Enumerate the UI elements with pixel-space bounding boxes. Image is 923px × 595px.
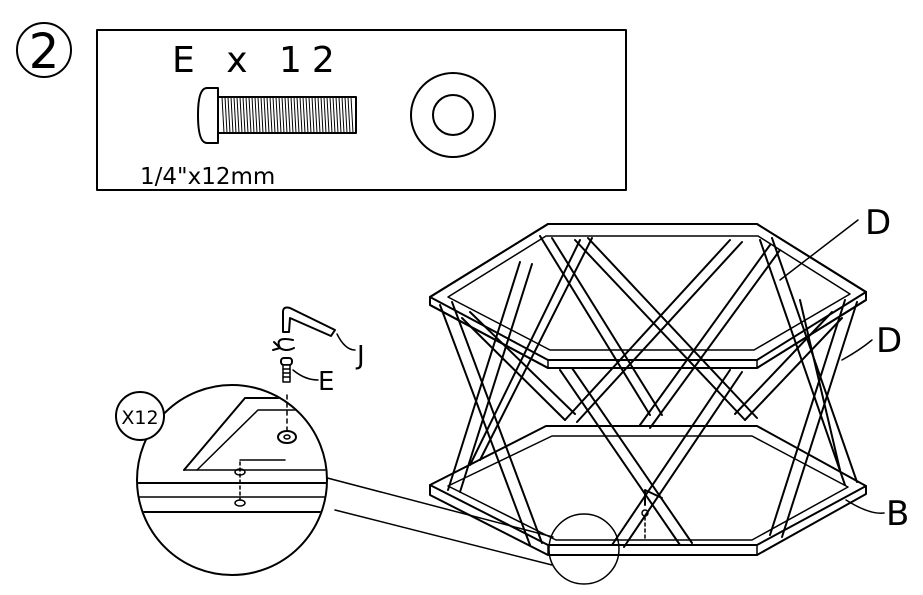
quantity-text: X12	[121, 407, 158, 429]
step-number: 2	[29, 24, 60, 80]
hole-marker	[234, 461, 246, 507]
callout-base-frame: B	[886, 494, 909, 534]
washer-icon	[410, 72, 496, 158]
callout-top-frame: D	[865, 203, 891, 243]
callout-hex-key: J	[355, 341, 365, 371]
hexagonal-table-frame	[429, 223, 867, 556]
allen-key-icon-small	[641, 489, 663, 541]
allen-key-icon[interactable]	[282, 306, 336, 337]
washer-icon-detail	[277, 430, 297, 444]
parts-box: E x 12 1/4"x12mm	[96, 29, 627, 191]
magnify-source-circle	[548, 513, 620, 585]
parts-label: E x 12	[172, 40, 345, 81]
top-frame	[429, 223, 867, 369]
callout-screw: E	[318, 367, 334, 397]
callout-side-frame: D	[876, 321, 902, 361]
screw-icon	[197, 87, 357, 144]
callouts: D D B	[779, 203, 909, 534]
quantity-badge: X12	[115, 391, 165, 441]
screw-icon-small	[280, 357, 293, 383]
step-badge: 2	[16, 22, 72, 80]
rotation-arrow-icon	[272, 338, 295, 351]
detail-view: X12	[115, 384, 328, 576]
screw-size-label: 1/4"x12mm	[140, 164, 275, 190]
